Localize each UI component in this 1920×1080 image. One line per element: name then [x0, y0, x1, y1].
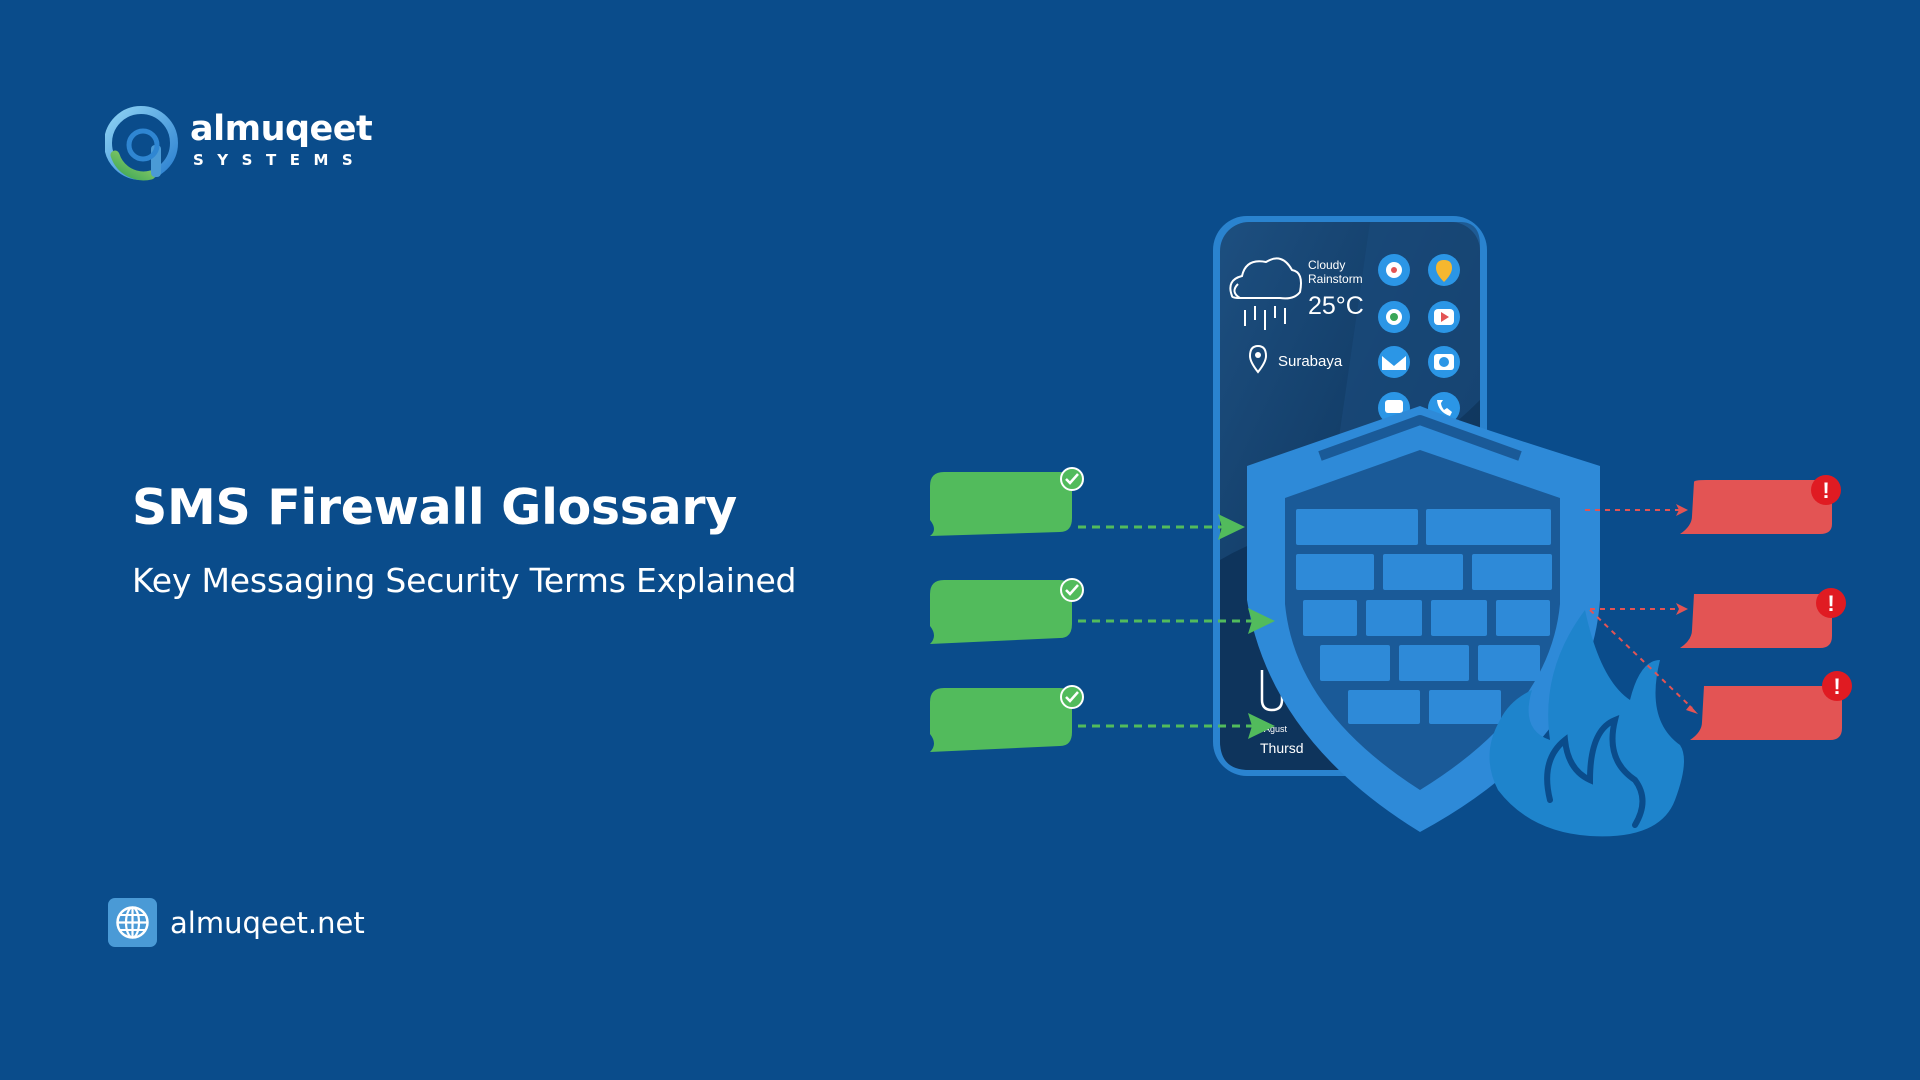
- location-pin-icon: [1248, 344, 1268, 374]
- brick-wall: [1296, 509, 1552, 724]
- sms-firewall-illustration: Cloudy Rainstorm 25°C Surabaya: [900, 200, 1900, 860]
- brand-name: almuqeet: [190, 109, 373, 149]
- allowed-message-1: [930, 467, 1245, 540]
- check-icon: [1065, 691, 1079, 703]
- alert-icon: !: [1833, 674, 1840, 699]
- cloud-rain-icon: [1229, 257, 1302, 330]
- blocked-messages: ! ! !: [1585, 475, 1852, 740]
- check-icon: [1065, 473, 1079, 485]
- alert-icon: !: [1827, 591, 1834, 616]
- alert-icon: !: [1822, 478, 1829, 503]
- allowed-messages: [930, 467, 1275, 752]
- blocked-message-3: !: [1690, 671, 1852, 740]
- blocked-message-2: !: [1680, 588, 1846, 648]
- day-label: Thursd: [1260, 740, 1304, 756]
- arrow-right-icon: [1248, 713, 1275, 739]
- date-label: Agust: [1264, 724, 1288, 734]
- arrow-right-icon: [1248, 608, 1275, 634]
- fire-icon: [1489, 610, 1684, 837]
- weather-condition-1: Cloudy: [1308, 258, 1345, 272]
- page-subtitle: Key Messaging Security Terms Explained: [132, 561, 797, 600]
- allowed-message-3: [930, 685, 1275, 752]
- page-title: SMS Firewall Glossary: [132, 479, 737, 536]
- globe-icon: [108, 898, 157, 947]
- temperature: 25°C: [1308, 292, 1364, 320]
- website-url: almuqeet.net: [170, 906, 365, 940]
- arrow-right-icon: [1218, 514, 1245, 540]
- check-icon: [1065, 584, 1079, 596]
- almuqeet-logo-icon: [105, 106, 178, 181]
- weather-condition-2: Rainstorm: [1308, 272, 1363, 286]
- blocked-message-1: !: [1680, 475, 1841, 534]
- allowed-message-2: [930, 578, 1275, 644]
- location-label: Surabaya: [1278, 353, 1343, 370]
- brand-logo: almuqeet SYSTEMS: [105, 105, 373, 185]
- brand-tagline: SYSTEMS: [193, 151, 367, 169]
